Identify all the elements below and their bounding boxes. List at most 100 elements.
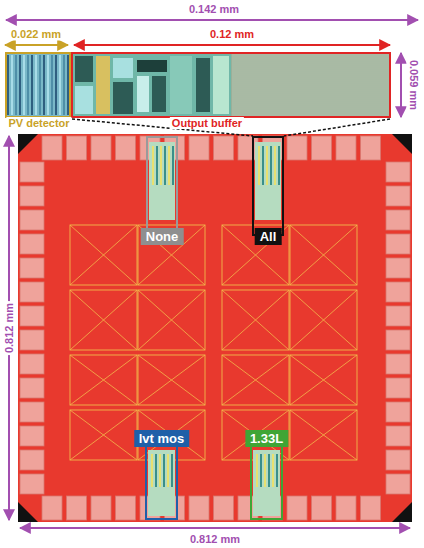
cell-stripe (168, 146, 170, 185)
layout-stripe (232, 76, 390, 77)
grid-cross (290, 410, 357, 460)
bond-pad (386, 450, 410, 470)
test-cell (149, 142, 175, 220)
layout-stripe (27, 55, 29, 115)
bond-pad (386, 402, 410, 422)
corner-mark (18, 134, 38, 154)
bond-pad (67, 496, 87, 520)
test-block: None (146, 136, 178, 236)
output-buffer-box: Output buffer (71, 52, 391, 118)
layout-block (152, 76, 166, 112)
grid-frame (138, 355, 205, 405)
bond-pad (91, 496, 111, 520)
grid-cross (70, 225, 137, 285)
layout-stripe (23, 55, 25, 115)
bond-pad (189, 496, 209, 520)
test-cell (255, 142, 281, 220)
grid-cross (70, 410, 137, 460)
layout-stripe (232, 78, 390, 79)
pv-layout (5, 52, 71, 118)
grid-cross (138, 225, 205, 285)
cell-stripe (256, 454, 258, 487)
layout-stripe (35, 55, 37, 115)
layout-micrograph (5, 52, 391, 118)
layout-stripe (59, 55, 61, 115)
bond-pad (386, 282, 410, 302)
bond-pad (386, 474, 410, 494)
grid-cross (70, 290, 137, 350)
bond-pad (42, 496, 62, 520)
grid-cross (290, 225, 357, 285)
layout-stripe (31, 55, 33, 115)
dimension-arrow (20, 527, 410, 529)
cell-stripe (258, 146, 260, 185)
layout-block (113, 58, 133, 78)
bond-pad (386, 162, 410, 182)
chip-die (18, 134, 412, 522)
cell-stripe (268, 454, 270, 487)
grid-frame (290, 225, 357, 285)
grid-cross (222, 355, 289, 405)
layout-stripe (232, 110, 390, 111)
layout-stripe (19, 55, 21, 115)
dimension-arrow (5, 44, 68, 46)
layout-block (137, 76, 149, 112)
bond-pad (91, 136, 111, 160)
block-caption: Output buffer (170, 117, 244, 129)
bond-pad (20, 354, 44, 374)
test-block: lvt mos (145, 430, 178, 520)
layout-stripe (232, 96, 390, 97)
bond-pad (20, 402, 44, 422)
bond-pad (386, 234, 410, 254)
layout-stripe (232, 108, 390, 109)
bond-pad (312, 136, 332, 160)
cell-stripe (164, 146, 166, 185)
bond-pad (386, 258, 410, 278)
layout-stripe (232, 64, 390, 65)
variant-tag: 1.33L (245, 430, 288, 447)
grid-frame (70, 410, 137, 460)
corner-mark (18, 502, 38, 522)
cell-stripe (262, 146, 264, 185)
dimension-label: 0.812 mm (188, 533, 242, 546)
bond-pad (20, 330, 44, 350)
bond-pad (67, 136, 87, 160)
grid-cross (290, 290, 357, 350)
bond-pad (20, 474, 44, 494)
grid-frame (290, 290, 357, 350)
dimension-label: 0.812 mm (3, 301, 16, 355)
bond-pad (20, 378, 44, 398)
bond-pad (20, 258, 44, 278)
layout-stripe (232, 102, 390, 103)
layout-stripe (232, 58, 390, 59)
layout-stripe (15, 55, 17, 115)
bond-pad (116, 136, 136, 160)
layout-block (213, 56, 229, 114)
corner-mark (392, 134, 412, 154)
test-block: All (252, 136, 284, 236)
bond-pad (386, 210, 410, 230)
bond-pad (336, 496, 356, 520)
grid-frame (70, 355, 137, 405)
layout-stripe (232, 84, 390, 85)
layout-stripe (232, 70, 390, 71)
cell-stripe (155, 454, 157, 487)
grid-cross (222, 225, 289, 285)
cell-stripe (171, 454, 173, 487)
dimension-label: 0.12 mm (208, 28, 256, 41)
dimension-arrow (74, 44, 390, 46)
layout-stripe (51, 55, 53, 115)
layout-stripe (11, 55, 13, 115)
grid-cross (290, 355, 357, 405)
layout-stripe (232, 106, 390, 107)
layout-block (137, 60, 167, 72)
layout-block (113, 82, 133, 114)
bond-pad (214, 496, 234, 520)
dimension-arrow (400, 53, 402, 117)
grid-frame (138, 225, 205, 285)
grid-frame (222, 355, 289, 405)
layout-stripe (55, 55, 57, 115)
layout-stripe (232, 100, 390, 101)
